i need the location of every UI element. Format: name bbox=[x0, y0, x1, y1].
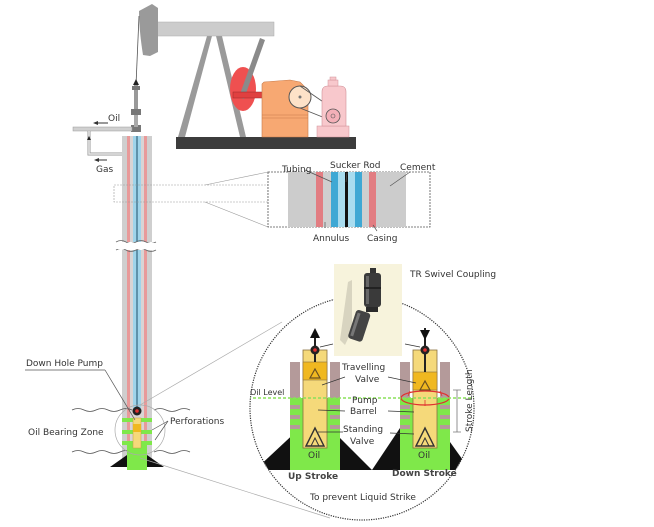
perforations-label: Perforations bbox=[170, 417, 224, 427]
down-stroke-pump bbox=[400, 328, 450, 470]
horse-head bbox=[139, 4, 158, 56]
travelling-valve-leader-left bbox=[321, 376, 346, 386]
down-hole-pump bbox=[132, 417, 142, 449]
wellbore bbox=[115, 136, 158, 465]
gas-label: Gas bbox=[96, 165, 113, 175]
pump-jack bbox=[133, 4, 356, 149]
oil-bearing-zone bbox=[71, 404, 191, 470]
travelling-valve-label-2: Valve bbox=[355, 375, 380, 385]
oil-bearing-zone-label: Oil Bearing Zone bbox=[28, 428, 104, 438]
swivel-coupling-photo bbox=[334, 264, 402, 356]
pump-detail-view bbox=[249, 295, 475, 521]
standing-valve-label-2: Valve bbox=[350, 437, 375, 447]
pump-barrel-leader-left bbox=[317, 409, 346, 412]
caption: To prevent Liquid Strike bbox=[309, 493, 416, 503]
callout-line-top bbox=[204, 171, 269, 186]
pitman-arm bbox=[239, 38, 265, 99]
oil-right-label: Oil bbox=[418, 451, 430, 461]
detail-connector-bottom bbox=[139, 457, 331, 519]
pump-barrel-label-1: Pump bbox=[352, 396, 378, 406]
cement-label: Cement bbox=[400, 163, 436, 173]
casing-label: Casing bbox=[367, 234, 397, 244]
stroke-length-bracket bbox=[453, 389, 461, 433]
tubing-label: Tubing bbox=[281, 165, 311, 175]
oil-label: Oil bbox=[108, 114, 120, 124]
callout-line-bottom bbox=[204, 201, 269, 228]
pump-barrel-leader-right bbox=[387, 410, 415, 413]
pumpjack-base bbox=[176, 137, 356, 149]
standing-valve-label-1: Standing bbox=[343, 425, 383, 435]
oil-arrow bbox=[93, 121, 108, 125]
oil-flowline bbox=[72, 126, 133, 132]
annulus-label: Annulus bbox=[313, 234, 349, 244]
cement-leader bbox=[389, 171, 411, 187]
samson-post-left bbox=[178, 36, 212, 137]
up-stroke-label: Up Stroke bbox=[288, 472, 338, 482]
up-stroke-pump bbox=[290, 328, 340, 470]
casing-leader bbox=[372, 224, 378, 232]
oil-level-label: Oil Level bbox=[250, 388, 284, 397]
motor-base bbox=[316, 125, 350, 138]
detail-circle-border bbox=[249, 295, 475, 521]
wellhead bbox=[72, 85, 141, 156]
down-hole-pump-label: Down Hole Pump bbox=[26, 359, 103, 369]
oil-left-label: Oil bbox=[308, 451, 320, 461]
travelling-valve-leader-right bbox=[387, 376, 417, 384]
standing-valve-leader-right bbox=[389, 432, 415, 435]
sucker-rod-label: Sucker Rod bbox=[330, 161, 380, 171]
down-stroke-label: Down Stroke bbox=[392, 469, 457, 479]
formation-wedge-left bbox=[110, 455, 127, 467]
tubing-leader bbox=[304, 169, 333, 183]
walking-beam bbox=[151, 21, 275, 37]
pump-barrel-label-2: Barrel bbox=[350, 407, 377, 417]
gas-arrow bbox=[94, 158, 107, 162]
wellbore-cross-section bbox=[267, 171, 431, 228]
sucker-rod-leader bbox=[345, 172, 348, 183]
coupling-label: TR Swivel Coupling bbox=[409, 270, 496, 280]
polished-rod-arrow bbox=[133, 79, 139, 85]
stroke-length-label: Stroke Length bbox=[465, 369, 475, 432]
detail-connector-top bbox=[139, 321, 283, 406]
bridle-cable bbox=[135, 15, 140, 86]
travelling-valve-label-1: Travelling bbox=[341, 363, 385, 373]
perforations-leader bbox=[151, 420, 169, 431]
